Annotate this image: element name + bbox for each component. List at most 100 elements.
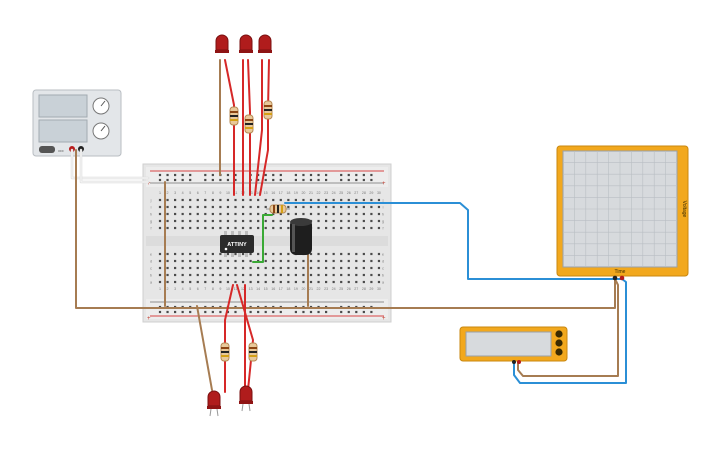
breadboard-hole[interactable]: [257, 219, 260, 223]
breadboard-hole[interactable]: [355, 273, 358, 277]
wire-signal-oscilloscope[interactable]: [284, 202, 623, 280]
breadboard-hole[interactable]: [347, 259, 350, 263]
breadboard-hole[interactable]: [158, 205, 162, 209]
breadboard-hole[interactable]: [174, 252, 177, 256]
breadboard-hole[interactable]: [219, 280, 222, 284]
breadboard-hole[interactable]: [226, 226, 230, 230]
breadboard-hole[interactable]: [226, 173, 230, 177]
breadboard-hole[interactable]: [166, 266, 169, 270]
breadboard-hole[interactable]: [249, 198, 252, 202]
breadboard-hole[interactable]: [294, 273, 297, 277]
breadboard-hole[interactable]: [166, 310, 169, 314]
breadboard-hole[interactable]: [189, 252, 192, 256]
breadboard-hole[interactable]: [279, 178, 282, 182]
breadboard-hole[interactable]: [241, 259, 245, 263]
wire-led3-anode[interactable]: [254, 59, 263, 196]
breadboard-hole[interactable]: [325, 266, 328, 270]
breadboard-hole[interactable]: [257, 212, 260, 216]
breadboard-hole[interactable]: [174, 310, 177, 314]
breadboard-hole[interactable]: [166, 273, 169, 277]
breadboard-hole[interactable]: [287, 212, 290, 216]
breadboard-hole[interactable]: [211, 173, 214, 177]
breadboard-hole[interactable]: [317, 273, 320, 277]
breadboard-hole[interactable]: [166, 212, 169, 216]
breadboard-hole[interactable]: [219, 226, 222, 230]
breadboard-hole[interactable]: [370, 219, 373, 223]
breadboard-hole[interactable]: [309, 280, 313, 284]
wire-chip-output[interactable]: [252, 214, 273, 263]
breadboard-hole[interactable]: [234, 178, 237, 182]
breadboard-hole[interactable]: [362, 219, 365, 223]
breadboard-hole[interactable]: [294, 212, 297, 216]
breadboard-hole[interactable]: [189, 219, 192, 223]
breadboard-hole[interactable]: [302, 198, 305, 202]
breadboard-hole[interactable]: [362, 212, 365, 216]
breadboard-hole[interactable]: [196, 273, 199, 277]
breadboard-hole[interactable]: [370, 173, 373, 177]
breadboard-hole[interactable]: [325, 178, 328, 182]
breadboard-hole[interactable]: [362, 259, 365, 263]
breadboard-hole[interactable]: [287, 273, 290, 277]
breadboard-hole[interactable]: [332, 259, 335, 263]
breadboard-hole[interactable]: [294, 280, 297, 284]
breadboard-hole[interactable]: [226, 310, 230, 314]
breadboard-hole[interactable]: [294, 310, 297, 314]
breadboard-hole[interactable]: [219, 266, 222, 270]
breadboard-hole[interactable]: [234, 226, 237, 230]
breadboard-hole[interactable]: [196, 252, 199, 256]
breadboard-hole[interactable]: [317, 198, 320, 202]
breadboard-hole[interactable]: [181, 252, 184, 256]
breadboard-hole[interactable]: [204, 259, 207, 263]
breadboard-hole[interactable]: [272, 273, 275, 277]
breadboard-hole[interactable]: [234, 173, 237, 177]
breadboard-hole[interactable]: [204, 198, 207, 202]
breadboard-hole[interactable]: [226, 205, 230, 209]
breadboard-hole[interactable]: [355, 212, 358, 216]
breadboard-hole[interactable]: [377, 226, 381, 230]
breadboard-hole[interactable]: [340, 259, 343, 263]
breadboard-hole[interactable]: [340, 198, 343, 202]
led-5[interactable]: [239, 385, 253, 412]
breadboard-hole[interactable]: [272, 173, 275, 177]
breadboard-hole[interactable]: [332, 266, 335, 270]
breadboard-hole[interactable]: [355, 226, 358, 230]
multimeter-mode-a[interactable]: [555, 330, 563, 338]
breadboard-hole[interactable]: [287, 226, 290, 230]
breadboard-hole[interactable]: [264, 273, 267, 277]
breadboard-hole[interactable]: [257, 310, 260, 314]
breadboard-hole[interactable]: [226, 178, 230, 182]
breadboard-hole[interactable]: [257, 273, 260, 277]
power-supply[interactable]: OFF: [32, 89, 122, 157]
breadboard-hole[interactable]: [158, 259, 162, 263]
breadboard-hole[interactable]: [325, 273, 328, 277]
breadboard-hole[interactable]: [279, 259, 282, 263]
breadboard-hole[interactable]: [189, 266, 192, 270]
breadboard-hole[interactable]: [347, 205, 350, 209]
breadboard-hole[interactable]: [309, 178, 313, 182]
breadboard-hole[interactable]: [287, 252, 290, 256]
breadboard-hole[interactable]: [377, 252, 381, 256]
breadboard-hole[interactable]: [249, 252, 252, 256]
breadboard-hole[interactable]: [302, 259, 305, 263]
breadboard-hole[interactable]: [226, 219, 230, 223]
breadboard-hole[interactable]: [347, 226, 350, 230]
breadboard-hole[interactable]: [174, 219, 177, 223]
breadboard-hole[interactable]: [204, 266, 207, 270]
breadboard-hole[interactable]: [181, 280, 184, 284]
breadboard-hole[interactable]: [166, 280, 169, 284]
breadboard-hole[interactable]: [234, 198, 237, 202]
breadboard-hole[interactable]: [257, 266, 260, 270]
breadboard-hole[interactable]: [377, 205, 381, 209]
breadboard-hole[interactable]: [181, 173, 184, 177]
breadboard-hole[interactable]: [204, 178, 207, 182]
breadboard-hole[interactable]: [332, 205, 335, 209]
breadboard-hole[interactable]: [340, 280, 343, 284]
breadboard-hole[interactable]: [181, 198, 184, 202]
led-1[interactable]: [215, 34, 229, 53]
led-3[interactable]: [258, 34, 272, 53]
breadboard-hole[interactable]: [347, 310, 350, 314]
oscilloscope-ground-probe[interactable]: [612, 275, 618, 281]
breadboard-hole[interactable]: [257, 226, 260, 230]
breadboard-hole[interactable]: [249, 280, 252, 284]
leds-top[interactable]: [215, 34, 272, 53]
